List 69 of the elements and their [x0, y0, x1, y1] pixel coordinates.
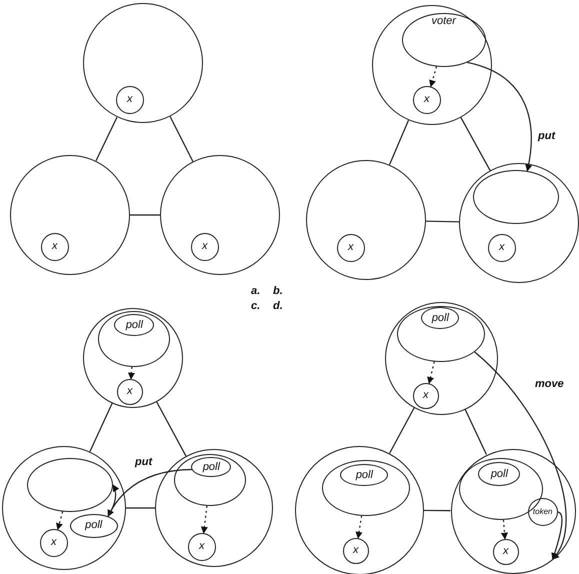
large-circle — [306, 160, 426, 280]
connector-line — [130, 214, 160, 216]
connector-line — [464, 408, 487, 455]
oval — [396, 306, 485, 362]
arrow — [108, 468, 192, 517]
small-circle: x — [190, 232, 219, 261]
arrow — [474, 352, 567, 560]
oval — [322, 460, 410, 516]
dashed-arrow — [427, 362, 435, 384]
oval — [472, 170, 559, 224]
dashed-arrow — [128, 366, 135, 380]
arrow — [467, 62, 532, 172]
oval: voter — [402, 12, 486, 67]
dashed-arrow — [200, 506, 208, 534]
small-circle: x — [412, 382, 439, 409]
small-circle: x — [40, 528, 68, 557]
small-circle: x — [492, 538, 519, 565]
oval: poll — [70, 514, 118, 538]
panel-label: d. — [273, 300, 283, 312]
large-circle — [2, 446, 126, 570]
arrow — [108, 484, 119, 517]
large-circle — [294, 446, 424, 574]
arrow — [551, 511, 563, 560]
panel-label: b. — [273, 285, 283, 297]
connector-line — [126, 507, 155, 509]
large-circle — [372, 5, 492, 125]
connector-line — [426, 220, 460, 222]
large-circle — [83, 3, 203, 123]
small-circle: x — [336, 234, 365, 262]
dashed-arrow — [356, 516, 362, 539]
connector-line — [95, 116, 118, 162]
dashed-arrow — [56, 511, 64, 530]
small-circle: x — [188, 532, 216, 561]
small-circle: x — [488, 234, 516, 262]
connector-line — [388, 120, 410, 166]
edge-label: put — [537, 130, 556, 142]
oval: token — [528, 498, 558, 526]
small-circle: x — [116, 86, 144, 114]
large-circle — [450, 448, 576, 574]
oval: poll — [421, 307, 460, 330]
small-circle: x — [116, 378, 143, 405]
panel-label: c. — [251, 300, 260, 312]
large-circle — [384, 302, 498, 414]
small-circle: x — [412, 86, 441, 114]
large-circle — [459, 163, 579, 283]
dashed-arrow — [429, 66, 438, 88]
large-circle — [10, 155, 130, 275]
oval — [98, 310, 170, 367]
panel-label: a. — [251, 285, 260, 297]
connector-line — [170, 116, 194, 162]
edge-label: put — [134, 456, 154, 468]
oval: poll — [114, 314, 154, 336]
connector-line — [389, 407, 415, 454]
connector-line — [156, 402, 186, 456]
edge-label: move — [534, 378, 565, 390]
connector-line — [424, 510, 450, 512]
connector-line — [460, 117, 491, 171]
small-circle: x — [342, 538, 369, 564]
large-circle — [160, 155, 280, 275]
small-circle: x — [40, 232, 69, 261]
oval: poll — [340, 464, 388, 486]
large-circle — [155, 449, 273, 567]
oval — [174, 454, 246, 506]
oval — [26, 458, 113, 512]
oval: poll — [478, 462, 520, 486]
dashed-arrow — [500, 520, 508, 540]
oval: poll — [191, 457, 232, 478]
connector-line — [89, 403, 113, 452]
large-circle — [83, 308, 183, 408]
